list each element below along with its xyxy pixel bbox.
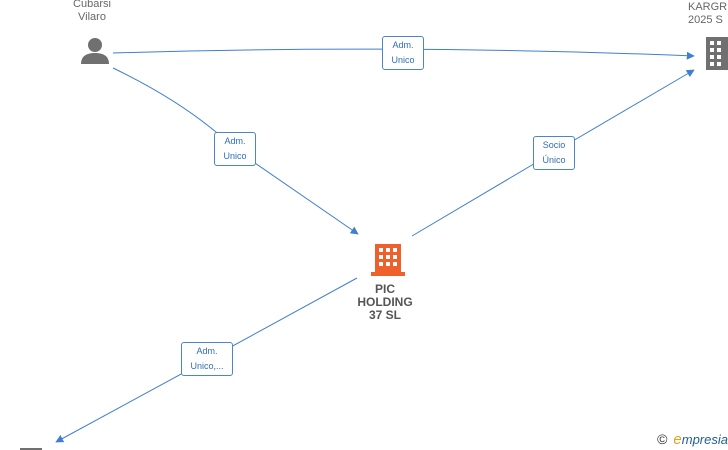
edge-label-person-kargr[interactable]: Adm. Unico bbox=[382, 36, 424, 70]
edge-label-pic-out[interactable]: Adm. Unico,... bbox=[181, 342, 233, 376]
edge-label-line: Adm. bbox=[224, 136, 246, 146]
partial-node-icon bbox=[20, 448, 42, 450]
edge-label-line: Unico bbox=[391, 55, 415, 65]
brand-logo-text: mpresia bbox=[681, 432, 728, 447]
edge-label-pic-kargr[interactable]: Socio Único bbox=[533, 136, 575, 170]
node-label-person: Cubarsi Vilaro bbox=[73, 0, 111, 23]
brand-watermark: © empresia bbox=[657, 431, 728, 448]
node-label-kargr: KARGR 2025 S bbox=[688, 1, 728, 26]
edge-label-line: Unico bbox=[223, 151, 247, 161]
node-label-pic: PIC HOLDING 37 SL bbox=[357, 282, 413, 322]
edge-label-person-pic[interactable]: Adm. Unico bbox=[214, 132, 256, 166]
edge-label-line: Unico,... bbox=[190, 361, 224, 371]
building-icon[interactable] bbox=[371, 244, 405, 276]
person-icon[interactable] bbox=[81, 38, 109, 64]
building-icon[interactable] bbox=[706, 37, 728, 70]
edge-label-line: Único bbox=[542, 155, 566, 165]
edge-label-line: Adm. bbox=[196, 346, 218, 356]
brand-logo-initial: e bbox=[673, 431, 682, 448]
edge-label-line: Socio bbox=[542, 140, 566, 150]
edge-label-line: Adm. bbox=[392, 40, 414, 50]
copyright-symbol: © bbox=[657, 431, 668, 447]
